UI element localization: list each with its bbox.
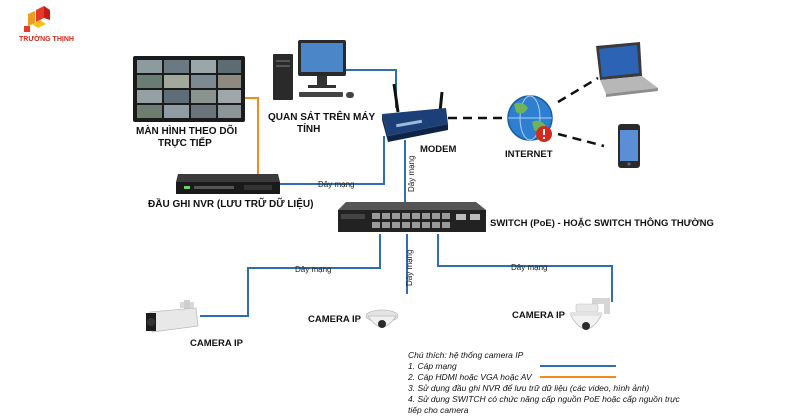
camera-right-label: CAMERA IP: [512, 310, 566, 321]
legend-item-1: 1. Cáp mạng: [408, 361, 457, 371]
pc-label-line2: TÍNH: [297, 122, 320, 135]
desktop-pc-icon: [273, 40, 354, 100]
ptz-camera-icon: [569, 298, 610, 330]
switch-icon: [338, 202, 486, 232]
internet-label: INTERNET: [505, 149, 553, 160]
legend-item-4: 4. Sử dụng SWITCH có chức năng cấp nguồn…: [408, 394, 681, 404]
switch-label: SWITCH (PoE) - HOẶC SWITCH THÔNG THƯỜNG: [490, 217, 714, 229]
alert-icon: [536, 126, 552, 142]
smartphone-icon: [618, 124, 640, 168]
cable-internet-phone: [557, 132, 605, 148]
monitor-icon: [133, 56, 245, 122]
cable-nvr-modem: [280, 136, 385, 185]
nvr-recorder-icon: [176, 174, 280, 194]
modem-icon: [382, 83, 448, 142]
cable-label-switch-cam-right: Dây mạng: [511, 263, 547, 272]
cable-label-switch-cam-mid: Dây mạng: [405, 250, 414, 286]
legend-item-2: 2. Cáp HDMI hoặc VGA hoặc AV: [407, 372, 533, 382]
brand-name: TRƯỜNG THỊNH: [19, 34, 74, 43]
pc-label-line1: QUAN SÁT TRÊN MÁY: [268, 110, 376, 123]
brand-logo: [24, 6, 50, 32]
dome-camera-icon: [365, 309, 399, 328]
laptop-icon: [596, 42, 658, 97]
legend-item-3: 3. Sử dụng đầu ghi NVR để lưu trữ dữ liệ…: [408, 383, 649, 393]
cable-internet-laptop: [557, 76, 599, 104]
monitor-label-line2: TRỰC TIẾP: [158, 136, 212, 149]
cable-label-switch-cam-left: Dây mạng: [295, 265, 331, 274]
cable-switch-cam-left: [200, 234, 381, 317]
monitor-label-line1: MÀN HÌNH THEO DÕI: [136, 124, 237, 137]
camera-mid-label: CAMERA IP: [308, 314, 362, 325]
nvr-label: ĐẦU GHI NVR (LƯU TRỮ DỮ LIỆU): [148, 197, 313, 210]
legend: Chú thích: hệ thống camera IP 1. Cáp mạn…: [407, 350, 681, 415]
cable-label-nvr-modem: Dây mạng: [318, 180, 354, 189]
legend-title: Chú thích: hệ thống camera IP: [408, 350, 524, 360]
cable-switch-cam-right: [437, 234, 613, 302]
cable-label-modem-switch: Dây mạng: [407, 156, 416, 192]
camera-left-label: CAMERA IP: [190, 338, 244, 349]
legend-item-5: tiếp cho camera: [408, 405, 469, 415]
bullet-camera-icon: [146, 300, 199, 333]
modem-label: MODEM: [420, 144, 457, 155]
